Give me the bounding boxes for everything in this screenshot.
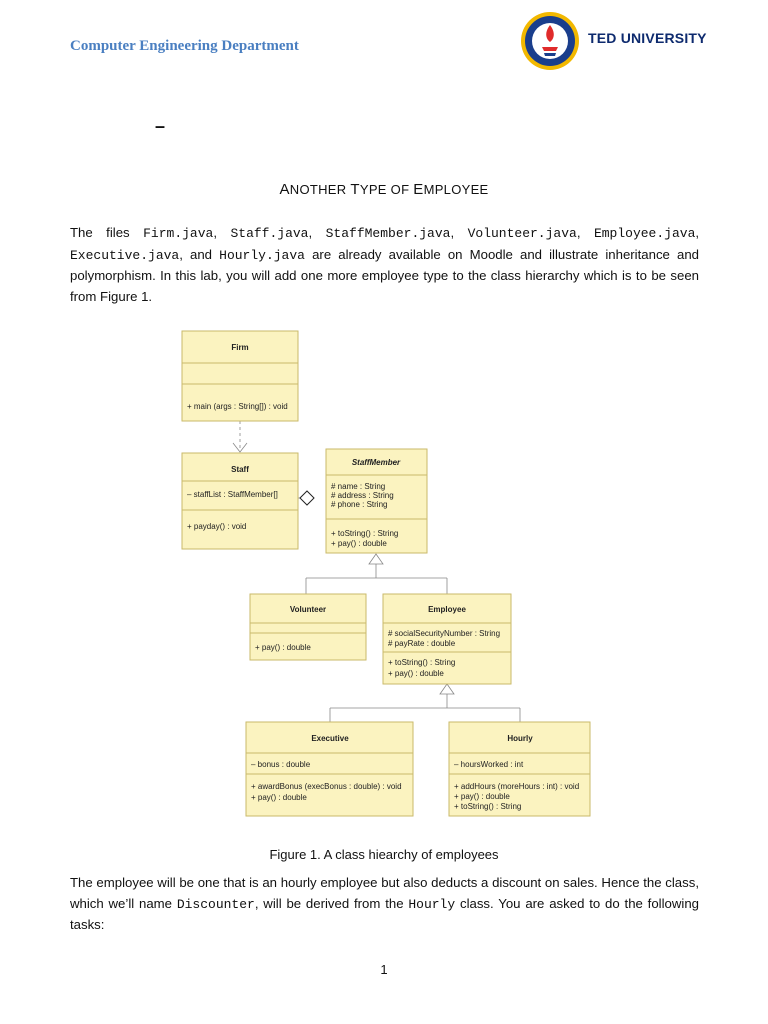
staffmember-class-box: StaffMember # name : String # address : … (325, 448, 428, 554)
staff-class-name: Staff (231, 465, 249, 474)
task-paragraph: The employee will be one that is an hour… (70, 875, 699, 932)
intro-paragraph: The files Firm.java, Staff.java, StaffMe… (70, 225, 700, 304)
staff-method: + payday() : void (187, 522, 246, 531)
staffmember-method: + pay() : double (331, 539, 387, 548)
dash-mark: – (155, 116, 166, 136)
diagram-connectors (232, 421, 521, 722)
figure-caption: Figure 1. A class hiearchy of employees (269, 847, 499, 862)
aggregation-diamond (299, 490, 315, 506)
executive-method: + awardBonus (execBonus : double) : void (251, 782, 402, 791)
page-title: ANOTHER TYPE OF EMPLOYEE (279, 181, 489, 198)
staff-attribute: – staffList : StaffMember[] (187, 490, 278, 499)
hourly-attribute: – hoursWorked : int (454, 760, 524, 769)
inheritance-arrow-staffmember (368, 553, 384, 565)
university-logo (521, 12, 579, 70)
employee-method: + pay() : double (388, 669, 444, 678)
staffmember-attribute: # address : String (331, 491, 394, 500)
employee-class-box: Employee # socialSecurityNumber : String… (382, 593, 512, 685)
executive-class-name: Executive (311, 734, 349, 743)
firm-class-box: Firm + main (args : String[]) : void (181, 330, 299, 422)
staffmember-attribute: # name : String (331, 482, 385, 491)
staff-class-box: Staff – staffList : StaffMember[] + payd… (181, 452, 299, 550)
employee-attribute: # socialSecurityNumber : String (388, 629, 500, 638)
inheritance-arrow-employee (439, 683, 455, 695)
employee-class-name: Employee (428, 605, 466, 614)
employee-method: + toString() : String (388, 658, 455, 667)
executive-method: + pay() : double (251, 793, 307, 802)
volunteer-class-box: Volunteer + pay() : double (249, 593, 367, 661)
department-header: Computer Engineering Department (70, 38, 299, 54)
university-name: TED UNIVERSITY (588, 30, 707, 46)
firm-method: + main (args : String[]) : void (187, 402, 288, 411)
hourly-method: + toString() : String (454, 802, 521, 811)
staffmember-method: + toString() : String (331, 529, 398, 538)
executive-class-box: Executive – bonus : double + awardBonus … (245, 721, 414, 817)
staffmember-attribute: # phone : String (331, 500, 387, 509)
volunteer-class-name: Volunteer (290, 605, 326, 614)
hourly-method: + pay() : double (454, 792, 510, 801)
executive-attribute: – bonus : double (251, 760, 311, 769)
page-number: 1 (380, 962, 388, 977)
staffmember-class-name: StaffMember (352, 458, 401, 467)
hourly-method: + addHours (moreHours : int) : void (454, 782, 579, 791)
hourly-class-box: Hourly – hoursWorked : int + addHours (m… (448, 721, 591, 817)
volunteer-method: + pay() : double (255, 643, 311, 652)
firm-class-name: Firm (231, 343, 248, 352)
hourly-class-name: Hourly (507, 734, 533, 743)
employee-attribute: # payRate : double (388, 639, 456, 648)
